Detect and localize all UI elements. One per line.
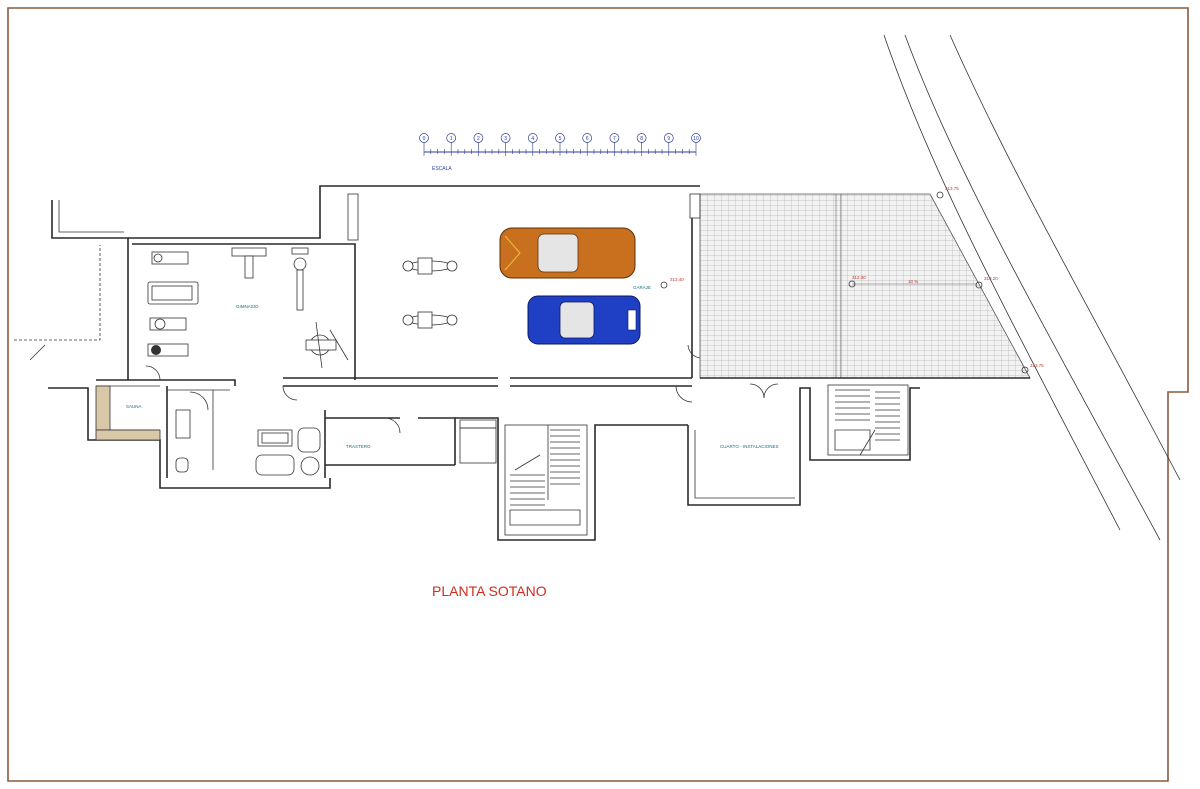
scale-tick-label: 7: [613, 136, 616, 142]
scale-tick-label: 5: [559, 136, 562, 142]
motorcycle-2: [402, 311, 458, 329]
motorcycle-1: [402, 257, 458, 275]
level-garage: 313.40: [670, 277, 684, 282]
level-bottom-right: 313.75: [1030, 363, 1044, 368]
bathroom-fixtures: [175, 409, 191, 473]
scale-tick-label: 0: [423, 136, 426, 142]
scale-tick-label: 2: [477, 136, 480, 142]
scale-tick-label: 1: [450, 136, 453, 142]
gym-equipment: [147, 247, 349, 369]
scale-tick-label: 10: [693, 136, 699, 142]
central-stairs: [504, 424, 588, 536]
right-stairs: [827, 384, 909, 456]
road-lines: [883, 34, 1181, 541]
room-label-utility: CUARTO - INSTALACIONES: [720, 444, 779, 449]
slope-label: 10 %: [908, 279, 918, 284]
scale-tick-label: 3: [504, 136, 507, 142]
scale-tick-label: 6: [586, 136, 589, 142]
scale-tick-label: 9: [667, 136, 670, 142]
scale-label: ESCALA: [432, 166, 452, 172]
car-orange: [499, 227, 636, 279]
lounge-furniture: [255, 427, 321, 476]
doors: [145, 344, 779, 434]
paved-terrace: [699, 193, 1031, 379]
room-label-gym: GIMNASIO: [236, 304, 259, 309]
car-blue: [527, 295, 641, 345]
room-label-sauna: SAUNA: [126, 404, 142, 409]
room-label-garage: GARAJE: [633, 285, 651, 290]
sauna-benches: [95, 385, 161, 441]
level-top-right: 313.75: [945, 186, 959, 191]
storage-shelf: [459, 419, 497, 464]
level-markers: [660, 191, 1029, 374]
plan-title: PLANTA SOTANO: [432, 583, 547, 599]
scale-tick-label: 8: [640, 136, 643, 142]
building-walls: [96, 185, 1030, 541]
drawing-frame: [7, 7, 1189, 782]
scale-tick-label: 4: [531, 136, 534, 142]
level-mid-left: 312.30: [852, 275, 866, 280]
level-mid-right: 313.20: [984, 276, 998, 281]
room-label-storage: TRASTERO: [346, 444, 371, 449]
scale-bar: 0 1 2 3 4 5 6 7 8 9 10: [419, 133, 701, 156]
